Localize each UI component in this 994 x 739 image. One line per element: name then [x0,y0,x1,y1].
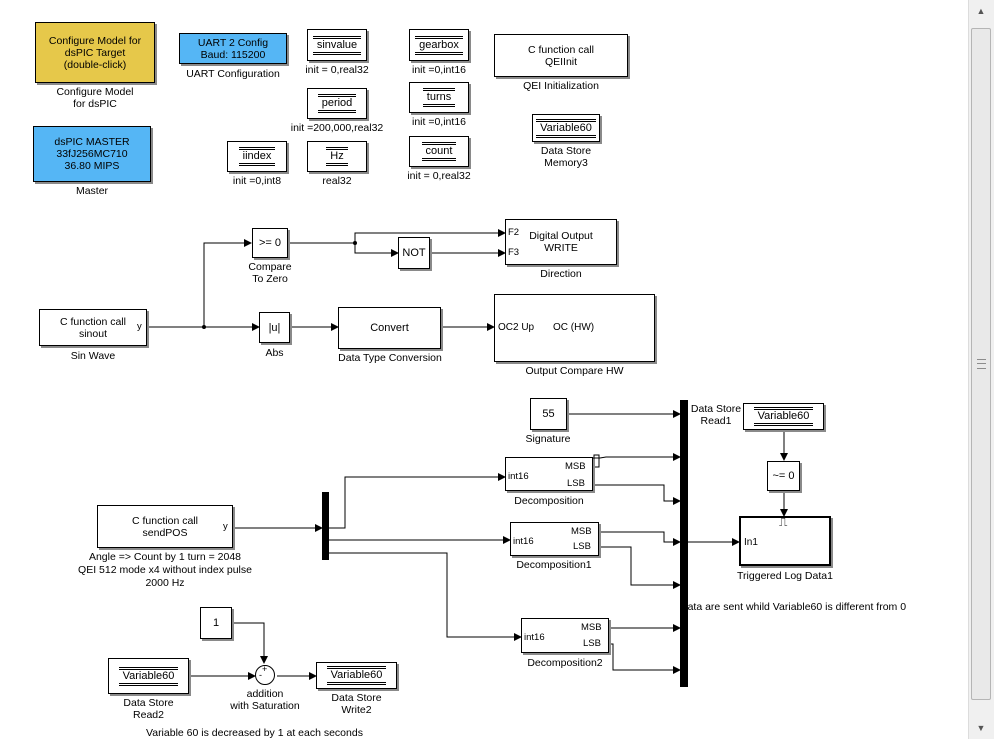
decomposition2-label: Decomposition2 [527,657,603,669]
ds-sinvalue-init: init = 0,real32 [305,64,369,76]
compare-to-zero-block[interactable]: >= 0 [252,228,288,258]
ds-hz-block[interactable]: Hz [307,141,367,172]
sin-wave-label: Sin Wave [70,350,116,362]
signature-label: Signature [525,433,571,445]
decomposition2-msb: MSB [581,622,602,633]
convert-block[interactable]: Convert [338,307,441,349]
ds-gearbox-block[interactable]: gearbox [409,29,469,61]
sum-plus-icon: + [262,664,268,674]
convert-label: Data Type Conversion [338,352,442,364]
scroll-up-arrow-icon[interactable]: ▲ [976,6,986,16]
ds-gearbox-init: init =0,int16 [412,64,466,76]
decomposition1-label: Decomposition1 [516,559,592,571]
not-block[interactable]: NOT [398,237,430,269]
output-compare-block[interactable]: OC2 Up OC (HW) [494,294,655,362]
trigger-icon: ⎍ [779,515,788,529]
sum-minus-icon: - [259,670,262,680]
decomposition-in: int16 [508,471,529,482]
ds-turns-block[interactable]: turns [409,82,469,113]
scroll-down-arrow-icon[interactable]: ▼ [976,723,986,733]
ds-write2-label: Data Store Write2 [331,692,382,716]
triggered-log-port: In1 [744,537,758,548]
master-label: Master [75,185,109,197]
ds-count-init: init = 0,real32 [407,170,471,182]
bottom-note: Variable 60 is decreased by 1 at each se… [146,727,363,739]
send-pos-label: Angle => Count by 1 turn = 2048 QEI 512 … [78,551,252,589]
signal-wires [147,229,788,687]
ds-hz-init: real32 [322,175,352,187]
ds-count-block[interactable]: count [409,136,469,167]
qei-init-block[interactable]: C function call QEIInit [494,34,628,77]
decomposition1-block[interactable]: int16 MSB LSB [510,522,599,556]
ds-turns-init: init =0,int16 [412,116,466,128]
decomposition-lsb: LSB [567,478,585,489]
decomposition1-in: int16 [513,536,534,547]
output-compare-port: OC2 Up [498,322,535,333]
not-equal-zero-block[interactable]: ~= 0 [767,461,800,491]
ds-read1-block[interactable]: Variable60 [743,403,824,430]
demux-bar[interactable] [322,492,329,560]
digital-output-port-f2: F2 [508,227,520,238]
master-block[interactable]: dsPIC MASTER 33fJ256MC710 36.80 MIPS [33,126,151,182]
decomposition-label: Decomposition [514,495,584,507]
decomposition2-lsb: LSB [583,638,601,649]
decomposition2-block[interactable]: int16 MSB LSB [521,618,609,653]
uart-config-label: UART Configuration [186,68,280,80]
triggered-log-block[interactable]: In1 ⎍ [739,515,831,566]
ds-sinvalue-block[interactable]: sinvalue [307,29,367,61]
ds-period-block[interactable]: period [307,88,367,119]
decomposition1-msb: MSB [571,526,592,537]
ds-read2-block[interactable]: Variable60 [108,658,189,694]
qei-init-label: QEI Initialization [523,80,599,92]
vertical-scrollbar[interactable]: ▲ ▼ [968,0,994,739]
ds-memory3-label: Data Store Memory3 [540,145,592,169]
sin-wave-block[interactable]: C function call sinout [39,309,147,346]
mux-bar[interactable] [680,400,688,687]
direction-label: Direction [540,268,582,280]
ds-iindex-block[interactable]: iindex [227,141,287,172]
sin-wave-port-y: y [137,321,142,332]
digital-output-port-f3: F3 [508,247,520,258]
sum-label: addition with Saturation [230,688,300,712]
constant-block[interactable]: 1 [200,607,232,639]
compare-to-zero-label: Compare To Zero [248,261,292,285]
send-pos-block[interactable]: C function call sendPOS [97,505,233,548]
ds-read1-label: Data Store Read1 [690,403,742,427]
sum-block[interactable]: + - [255,664,275,685]
log-note: Data are sent whild Variable60 is differ… [680,601,907,613]
triggered-log-label: Triggered Log Data1 [737,570,833,582]
ds-iindex-init: init =0,int8 [232,175,282,187]
ds-period-init: init =200,000,real32 [290,122,384,134]
diagram-canvas[interactable]: Configure Model for dsPIC Target (double… [0,0,968,739]
configure-model-block[interactable]: Configure Model for dsPIC Target (double… [35,22,155,83]
send-pos-port-y: y [223,521,228,532]
scroll-grip-icon [977,359,986,369]
abs-label: Abs [265,347,284,359]
output-compare-label: Output Compare HW [525,365,624,377]
signature-block[interactable]: 55 [530,398,567,430]
ds-read2-label: Data Store Read2 [123,697,174,721]
decomposition1-lsb: LSB [573,541,591,552]
scroll-thumb[interactable] [971,28,991,700]
decomposition2-in: int16 [524,632,545,643]
digital-output-block[interactable]: Digital Output WRITE [505,219,617,265]
decomposition-block[interactable]: int16 MSB LSB [505,457,593,491]
ds-memory3-block[interactable]: Variable60 [532,114,600,142]
decomposition-msb: MSB [565,461,586,472]
uart-config-block[interactable]: UART 2 Config Baud: 115200 [179,33,287,64]
output-compare-text: OC (HW) [553,322,595,333]
abs-block[interactable]: |u| [259,312,290,343]
configure-model-label: Configure Model for dsPIC [56,86,134,110]
ds-write2-block[interactable]: Variable60 [316,662,397,689]
